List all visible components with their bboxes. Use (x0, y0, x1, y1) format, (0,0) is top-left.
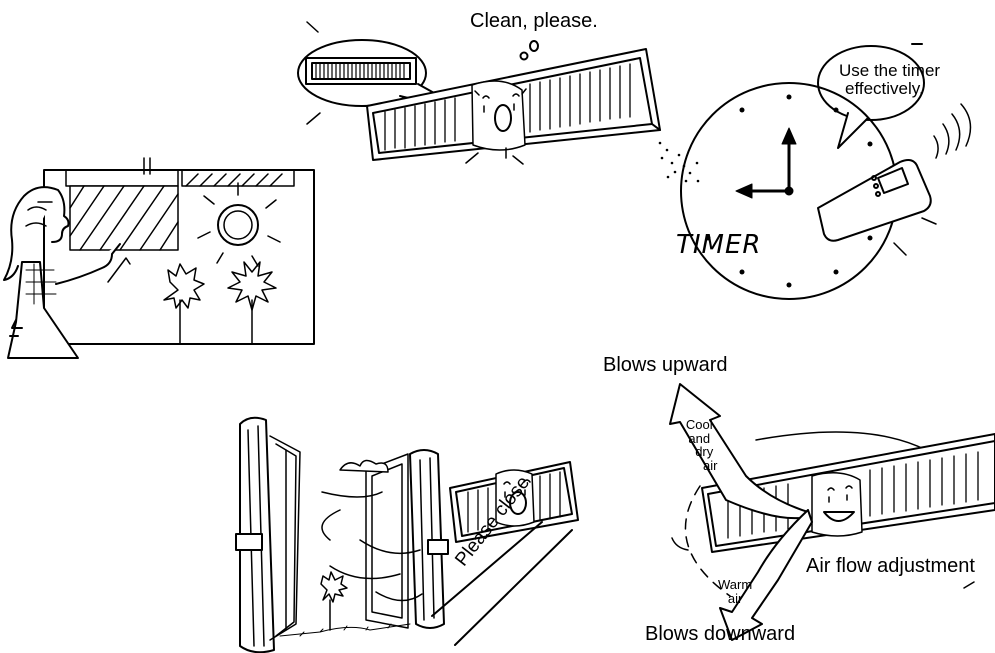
air-conditioner-unit-2 (449, 461, 579, 543)
warm-line-1: Warm (718, 577, 753, 592)
filter-panel (297, 21, 661, 165)
cool-line-2: and (688, 430, 711, 446)
shade-left (69, 185, 179, 251)
timer-speech-line2: effectively. (845, 79, 924, 98)
sign-lines (431, 521, 573, 646)
blows-downward-label: Blows downward (645, 623, 796, 645)
window-panel (235, 416, 579, 653)
tree-icons (163, 261, 277, 345)
timer-speech-line1: Use the timer (839, 61, 941, 80)
curtain-left (235, 416, 275, 653)
filter-speech-text: Clean, please. (470, 10, 598, 32)
unit-face-happy (811, 472, 863, 537)
sparkle-dots (658, 141, 700, 183)
cool-line-1: Cool (685, 417, 713, 432)
window-frame (43, 169, 315, 345)
wind-lines (321, 459, 423, 602)
window-left-pane (269, 435, 301, 641)
shade-right (185, 173, 283, 187)
blows-upward-label: Blows upward (603, 354, 728, 376)
cool-dry-air-label: Cool and dry air (681, 417, 718, 473)
cool-line-3: dry (695, 444, 714, 460)
speech-bubble-timer (817, 43, 925, 149)
airflow-panel (669, 383, 995, 641)
clock-hands (735, 127, 797, 199)
remote-control (817, 103, 972, 256)
air-flow-adjustment-label: Air flow adjustment (806, 555, 975, 577)
clock-ticks (705, 94, 886, 288)
curtain-right (409, 449, 449, 629)
cool-line-4: air (703, 457, 718, 473)
sunlight-panel (3, 157, 315, 359)
timer-panel (658, 43, 972, 300)
window-right-pane (365, 453, 409, 629)
timer-dial-word: TIMER (676, 230, 762, 260)
warm-line-2: air (727, 590, 743, 606)
sun-icon (197, 182, 281, 267)
woman-figure (3, 186, 131, 359)
arrow-downward (719, 509, 813, 641)
unit-face-filter (465, 40, 539, 165)
warm-air-label: Warm air (718, 578, 752, 605)
small-tree-icon (279, 571, 411, 637)
